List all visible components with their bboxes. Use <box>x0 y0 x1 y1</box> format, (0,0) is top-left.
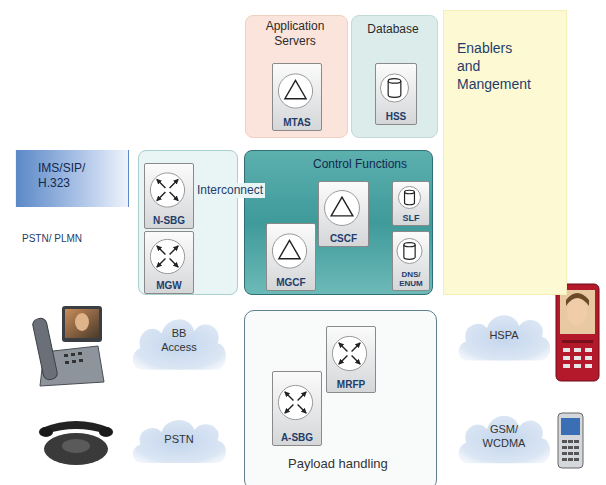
gateway-node: MGW <box>144 231 194 294</box>
enablers-band: Enablers and Mangement <box>443 10 567 295</box>
access-cloud: HSPA <box>453 305 555 370</box>
mobile-phone <box>558 413 583 468</box>
control-node: CSCF <box>318 181 369 247</box>
icon-symbol <box>393 232 426 268</box>
group-heading: Control Functions <box>313 157 428 172</box>
icon-symbol <box>145 232 190 279</box>
icon-symbol <box>393 182 426 211</box>
icon-symbol <box>267 224 312 276</box>
desk-phone <box>39 421 113 465</box>
node-label: DNS/ ENUM <box>393 270 429 289</box>
video-phone <box>32 306 104 386</box>
database-node: DNS/ ENUM <box>392 231 430 291</box>
icon-symbol <box>327 327 372 378</box>
access-cloud: BB Access <box>127 308 231 380</box>
icon-symbol <box>273 64 318 116</box>
node-label: N-SBG <box>145 215 193 228</box>
group-heading: Payload handling <box>288 456 428 472</box>
node-label: MGW <box>145 280 193 293</box>
network-label: PSTN/ PLMN <box>22 233 82 246</box>
payload-group: Payload handling MRFP A-SBG <box>244 310 437 485</box>
node-label: SLF <box>393 213 429 224</box>
database-node: HSS <box>375 63 417 125</box>
group-heading: PSTN <box>149 433 209 447</box>
control-node: MGCF <box>266 223 316 291</box>
group-heading: Enablers and Mangement <box>457 39 535 94</box>
interconnect-group: InterconnectN-SBGMGW <box>138 150 238 295</box>
group-heading: Application Servers <box>246 19 344 49</box>
gateway-node: A-SBG <box>272 371 322 446</box>
node-label: MTAS <box>273 117 321 130</box>
node-label: MGCF <box>267 277 315 290</box>
group-heading: BB Access <box>154 327 204 355</box>
control-group: Control FunctionsCSCF SLF MGCF DNS/ ENUM <box>244 150 433 295</box>
icon-symbol <box>319 182 365 232</box>
database-node: SLF <box>392 181 430 226</box>
group-heading: HSPA <box>474 329 534 343</box>
access-cloud: PSTN <box>127 410 231 472</box>
group-heading: Interconnect <box>195 183 265 198</box>
network-band: IMS/SIP/ H.323 <box>15 150 129 207</box>
group-heading: IMS/SIP/ H.323 <box>38 161 100 191</box>
database-group: DatabaseHSS <box>351 15 438 138</box>
icon-symbol <box>273 372 318 431</box>
icon-symbol <box>145 164 190 214</box>
access-cloud: GSM/ WCDMA <box>453 405 555 473</box>
node-label: A-SBG <box>273 432 321 445</box>
icon-symbol <box>376 64 413 110</box>
group-heading: GSM/ WCDMA <box>474 423 534 451</box>
node-label: MRFP <box>327 379 375 392</box>
server-group: Application ServersMTAS <box>245 15 348 138</box>
group-heading: Database <box>352 22 434 37</box>
mobile-phone <box>556 284 599 381</box>
node-label: HSS <box>376 111 416 124</box>
server-node: MTAS <box>272 63 322 131</box>
gateway-node: N-SBG <box>144 163 194 229</box>
node-label: CSCF <box>319 233 368 246</box>
media-node: MRFP <box>326 326 376 393</box>
